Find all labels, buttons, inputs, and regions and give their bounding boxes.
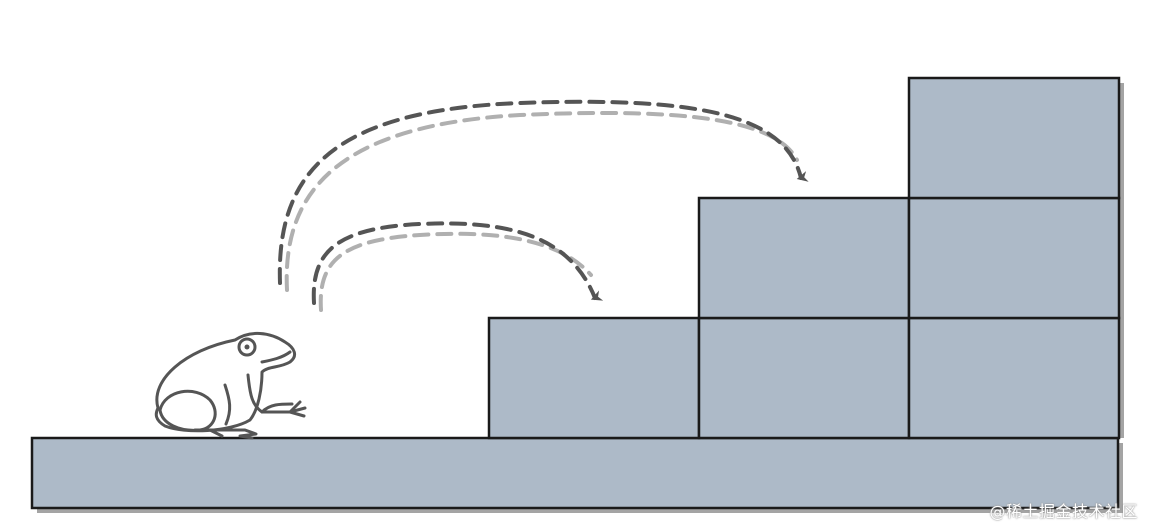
stair-block-col1-row1 <box>487 316 701 440</box>
jump-arrow-step-2 <box>277 99 809 292</box>
stair-block-col2-row1 <box>697 316 911 440</box>
ground-platform <box>30 436 1123 513</box>
staircase-blocks <box>487 76 1121 440</box>
stair-block-col3-row1 <box>907 316 1121 440</box>
staircase-shadow <box>1118 83 1124 438</box>
stair-block-col2-row2 <box>697 196 911 320</box>
jump-arrow-step-1 <box>311 221 604 312</box>
watermark-text: @稀土掘金技术社区 <box>989 502 1138 521</box>
stair-block-col3-row3 <box>907 76 1121 200</box>
stair-block-col3-row2 <box>907 196 1121 320</box>
frog-icon <box>154 332 307 440</box>
